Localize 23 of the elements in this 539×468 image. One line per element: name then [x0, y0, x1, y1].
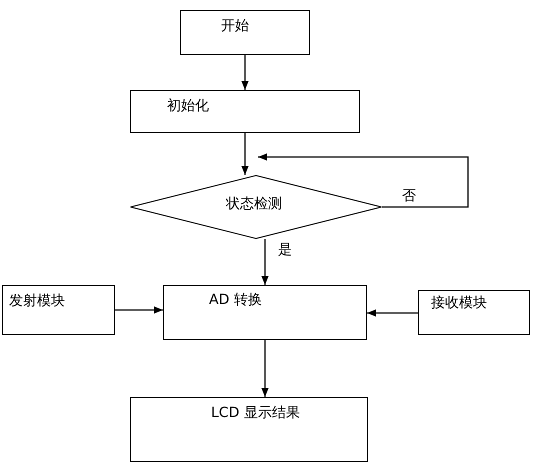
node-label: AD 转换	[209, 291, 262, 309]
module-box	[2, 285, 115, 335]
node-label: 初始化	[167, 97, 209, 115]
arrow	[367, 309, 418, 317]
module-box	[418, 290, 530, 335]
edge-label: 否	[400, 187, 418, 205]
node-label: 接收模块	[431, 294, 487, 312]
arrow	[241, 55, 249, 90]
arrow	[115, 306, 163, 314]
node-label: 开始	[221, 17, 249, 35]
process-box	[163, 285, 367, 340]
arrow	[258, 153, 469, 208]
process-box	[130, 90, 360, 133]
node-label: 状态检测	[226, 195, 282, 213]
arrow	[261, 340, 269, 397]
start-box	[180, 10, 310, 55]
decision-diamond	[130, 175, 382, 239]
edge-label: 是	[276, 241, 294, 259]
output-box	[130, 397, 368, 462]
arrow	[261, 239, 269, 285]
node-label: 发射模块	[9, 292, 65, 310]
node-label: LCD 显示结果	[211, 404, 300, 422]
arrow	[241, 133, 249, 175]
